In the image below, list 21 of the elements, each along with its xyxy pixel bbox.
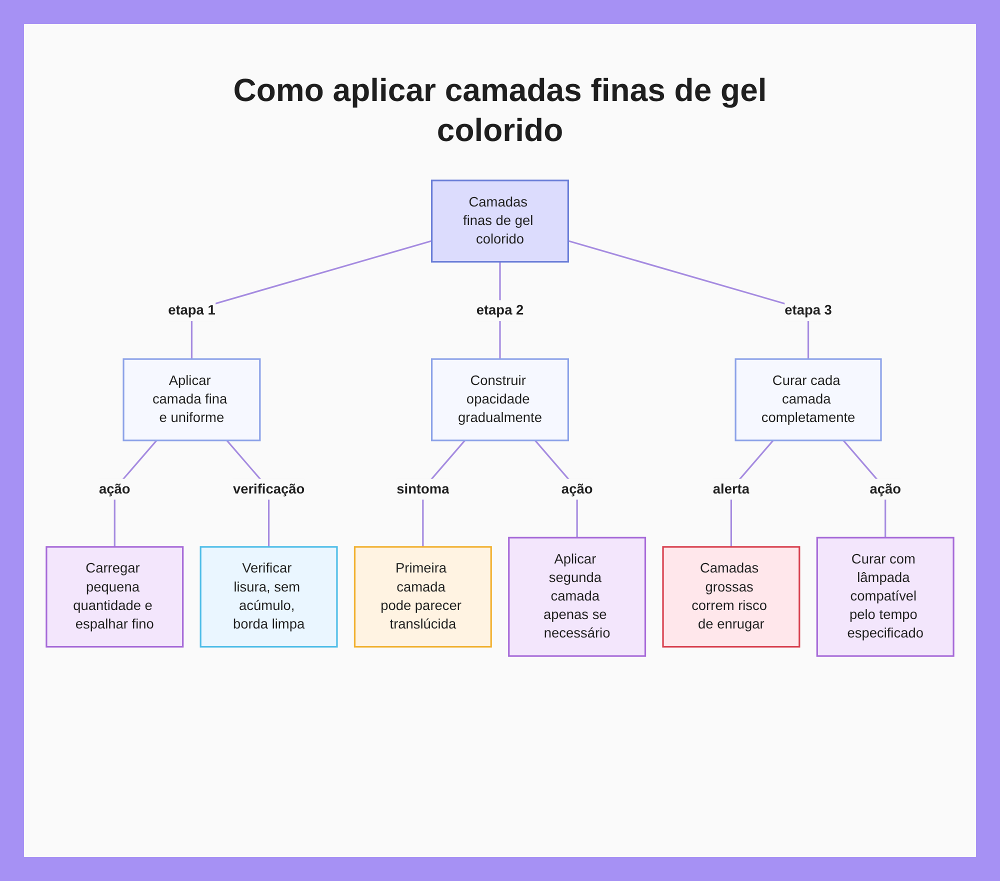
edge-label: ação bbox=[99, 481, 130, 497]
edge-label: sintoma bbox=[396, 481, 450, 497]
edge-label: ação bbox=[561, 481, 593, 497]
node-box: Aplicar segunda camada apenas se necessário bbox=[508, 536, 646, 657]
node-box: Aplicar camada fina e uniforme bbox=[122, 358, 261, 442]
node-box: Verificar lisura, sem acúmulo, borda limpa bbox=[200, 546, 338, 648]
edge-label: etapa 2 bbox=[476, 302, 524, 318]
node-box: Curar cada camada completamente bbox=[734, 358, 882, 442]
node-box: Primeira camada pode parecer translúcida bbox=[354, 546, 492, 648]
edge-label: etapa 3 bbox=[784, 302, 832, 318]
node-box: Camadas finas de gel colorido bbox=[431, 180, 569, 263]
edge-label: alerta bbox=[712, 481, 750, 497]
title: Como aplicar camadas finas de gel colorido bbox=[232, 71, 768, 150]
node-box: Construir opacidade gradualmente bbox=[431, 358, 569, 442]
edge-label: verificação bbox=[232, 481, 305, 497]
node-box: Camadas grossas correm risco de enrugar bbox=[662, 546, 800, 648]
edge-label: etapa 1 bbox=[168, 302, 216, 318]
edge-label: ação bbox=[870, 481, 901, 497]
connector bbox=[568, 240, 810, 360]
node-box: Curar com lâmpada compatível pelo tempo especificado bbox=[816, 536, 954, 657]
node-box: Carregar pequena quantidade e espalhar fino bbox=[46, 546, 184, 648]
